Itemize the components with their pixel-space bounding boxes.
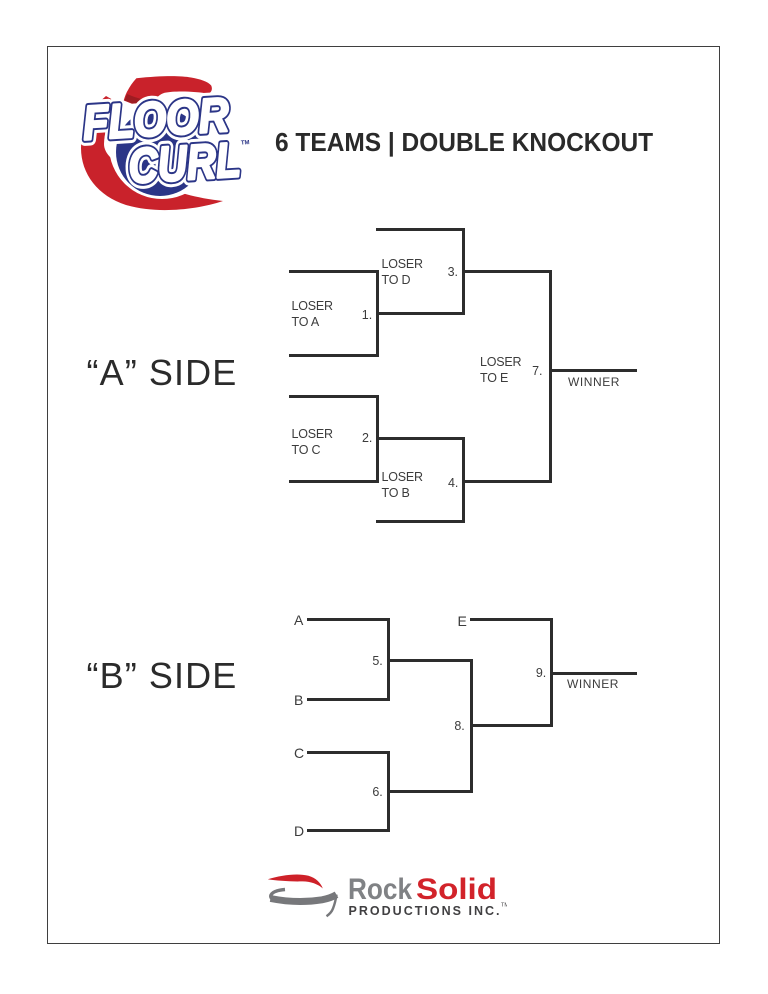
svg-text:FLOOR: FLOOR [81, 89, 230, 151]
svg-text:TM: TM [241, 140, 250, 147]
svg-text:PRODUCTIONS INC.: PRODUCTIONS INC. [349, 904, 500, 918]
svg-text:Rock: Rock [348, 873, 412, 906]
svg-text:TM: TM [501, 902, 507, 908]
svg-text:FLOOR: FLOOR [81, 89, 230, 151]
svg-text:Solid: Solid [416, 873, 497, 906]
svg-text:CURL: CURL [127, 133, 242, 194]
svg-text:CURL: CURL [127, 133, 242, 194]
svg-text:CURL: CURL [127, 133, 242, 194]
